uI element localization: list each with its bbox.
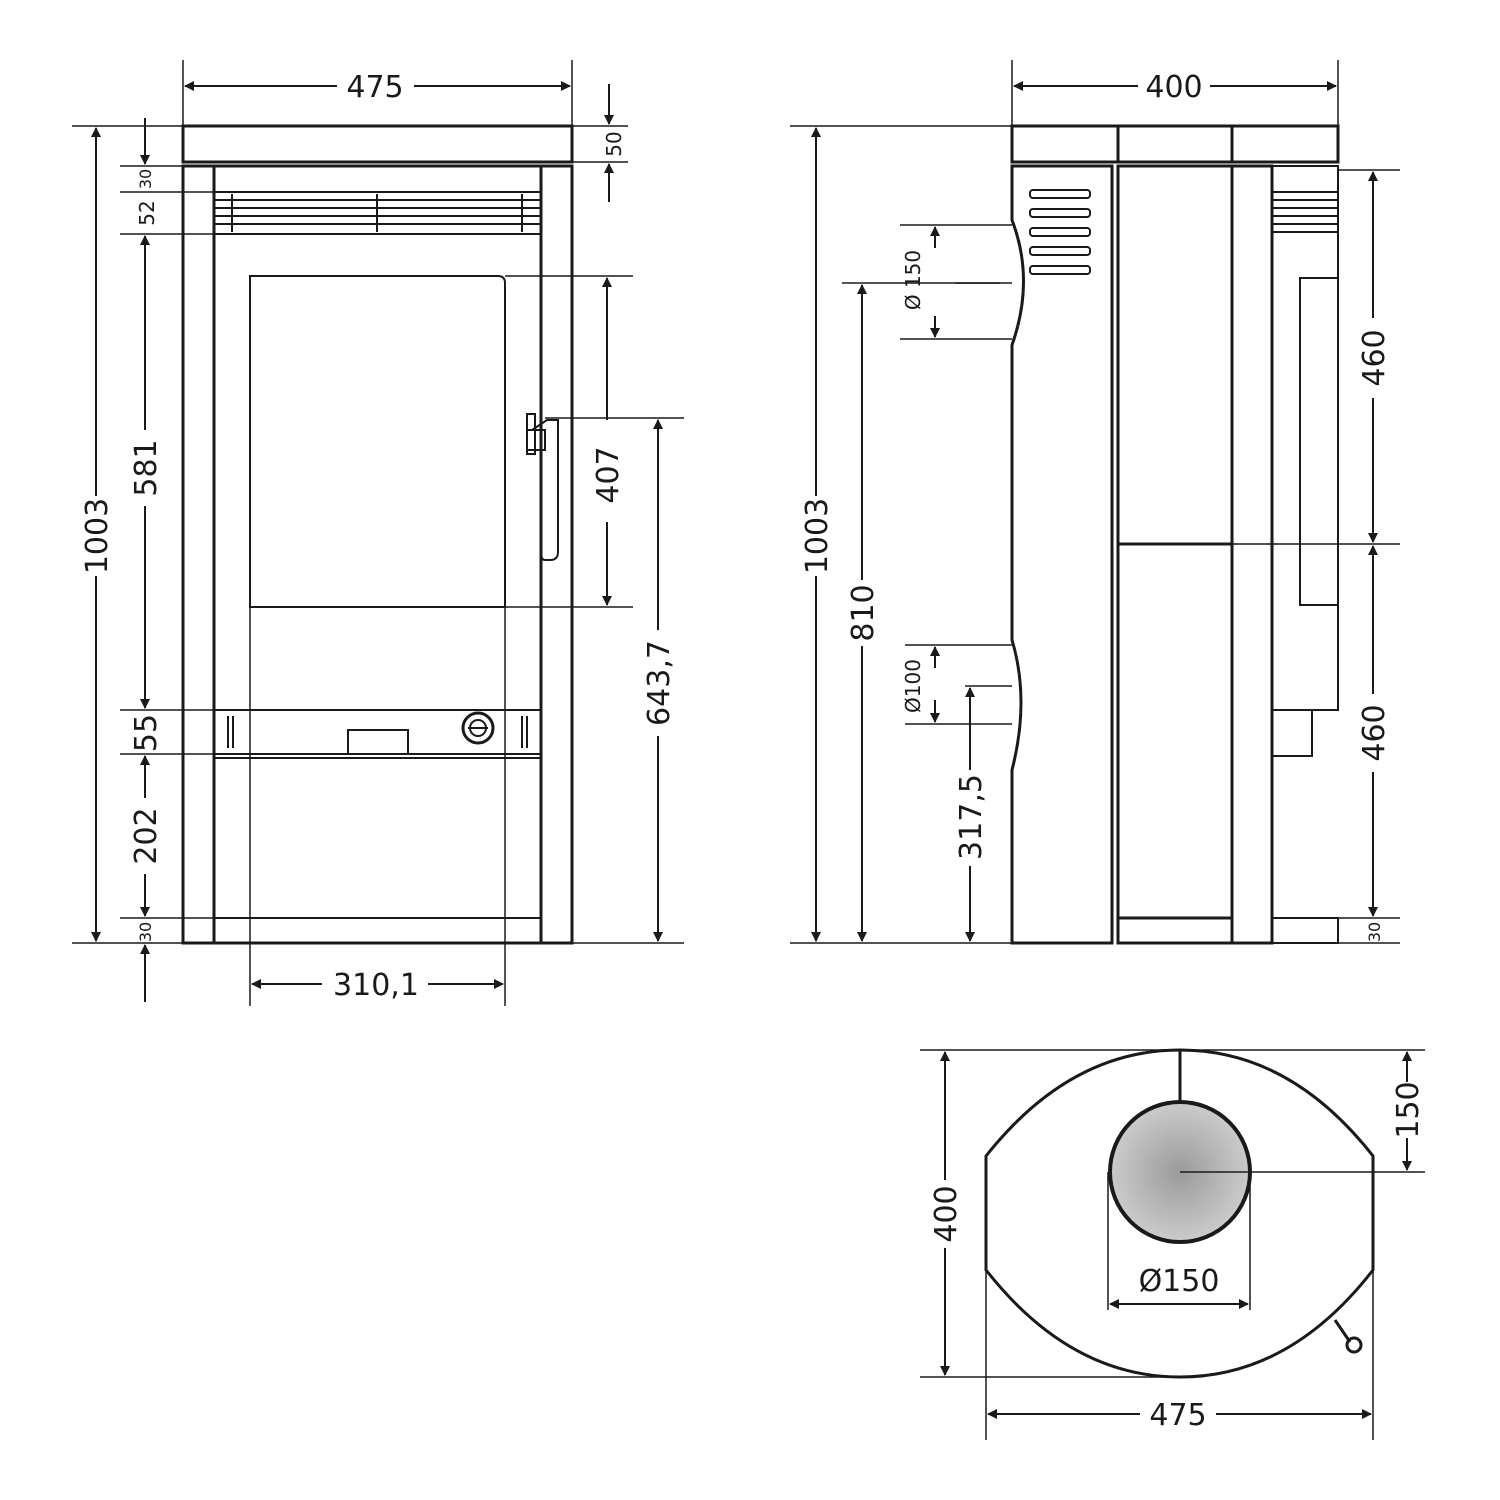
side-vents <box>1029 189 1091 275</box>
dim-front-width: 475 <box>346 70 403 105</box>
dim-handle-height: 643,7 <box>642 640 677 726</box>
dim-air-diameter: Ø100 <box>901 659 925 713</box>
dim-side-height: 1003 <box>800 498 835 574</box>
dim-door-area: 581 <box>129 439 164 496</box>
ash-drawer-handle[interactable] <box>347 729 409 755</box>
dim-ash-band: 55 <box>129 714 164 752</box>
dim-rear-upper: 460 <box>1357 329 1392 386</box>
dim-glass-height: 407 <box>591 446 626 503</box>
dim-front-foot: 30 <box>136 922 155 942</box>
top-view <box>984 1048 1375 1379</box>
side-rear-panel <box>1230 164 1274 945</box>
front-view <box>181 124 574 945</box>
door-handle[interactable] <box>526 413 559 561</box>
dim-rear-lower: 460 <box>1357 704 1392 761</box>
air-control-knob[interactable] <box>461 711 495 745</box>
side-stone-lower <box>1116 542 1234 920</box>
dim-glass-width: 310,1 <box>333 968 419 1003</box>
dim-top-depth: 400 <box>929 1185 964 1242</box>
front-base-panel <box>213 757 542 919</box>
side-stone-upper <box>1116 164 1234 546</box>
dim-top-plate: 50 <box>602 131 626 156</box>
front-foot <box>213 917 542 944</box>
side-dimensions: 400 1003 810 Ø 150 Ø100 317,5 <box>790 60 1400 944</box>
front-right-column <box>539 164 574 945</box>
side-top-plate-mid <box>1116 124 1234 164</box>
front-glass <box>249 275 506 608</box>
side-stone-base <box>1116 916 1234 945</box>
front-left-column <box>181 164 216 945</box>
top-dimensions: 400 150 Ø150 475 <box>920 1049 1426 1440</box>
front-dimensions: 475 1003 50 30 52 581 55 202 <box>72 60 684 1006</box>
front-grille <box>213 191 542 235</box>
dim-air-height: 317,5 <box>954 774 989 860</box>
dim-flue-height: 810 <box>846 584 881 641</box>
side-rear-shield <box>1271 165 1339 944</box>
side-front-panel <box>1010 164 1114 945</box>
dim-grille-offset: 30 <box>136 169 155 189</box>
dim-flue-diameter: Ø 150 <box>901 250 925 310</box>
dim-top-flue-diameter: Ø150 <box>1139 1264 1220 1299</box>
front-top-plate <box>181 124 574 164</box>
side-top-plate-front <box>1010 124 1120 164</box>
grille-slats <box>214 194 541 232</box>
dim-base-area: 202 <box>129 807 164 864</box>
dim-top-width: 475 <box>1149 1398 1206 1433</box>
front-body <box>212 164 543 945</box>
top-air-knob[interactable] <box>1333 1319 1363 1354</box>
side-top-plate-rear <box>1230 124 1340 164</box>
dim-top-flue-offset: 150 <box>1391 1081 1426 1138</box>
dim-side-foot: 30 <box>1365 922 1384 942</box>
dim-side-depth: 400 <box>1145 70 1202 105</box>
dim-front-height: 1003 <box>80 498 115 574</box>
dim-grille-height: 52 <box>135 200 159 225</box>
side-view <box>1010 124 1340 945</box>
